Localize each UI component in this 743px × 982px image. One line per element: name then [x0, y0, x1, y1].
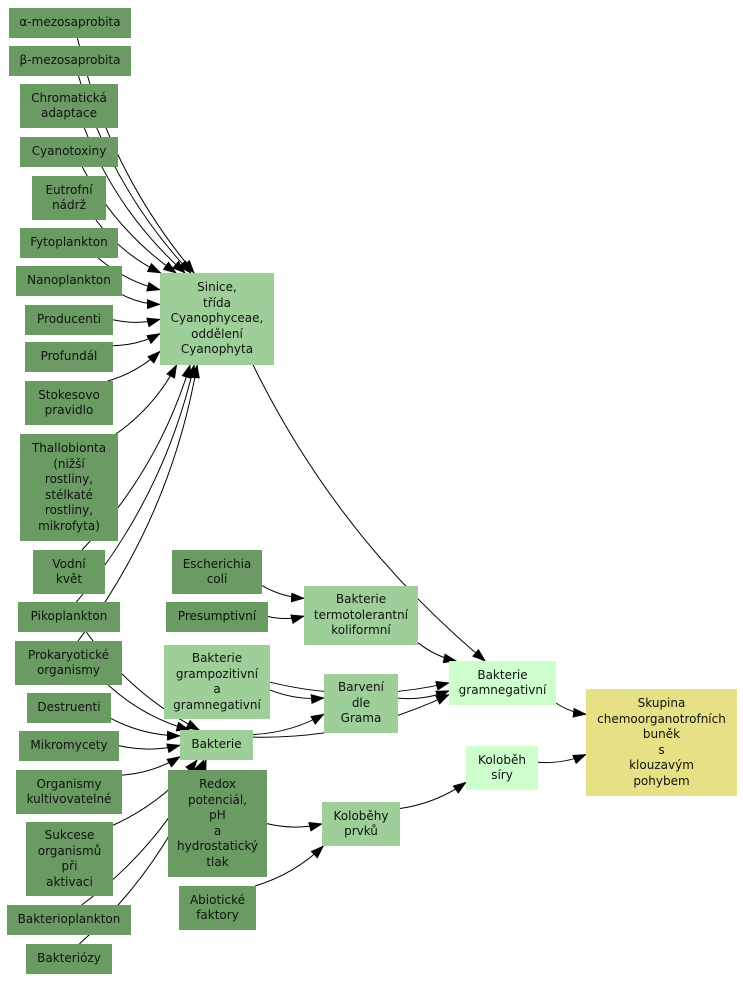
node-bakterie-termotolerantni-koliformni[interactable]: Bakterie termotolerantní koliformní — [304, 586, 418, 645]
node-kolobehy-prvku[interactable]: Koloběhy prvků — [322, 802, 400, 846]
edge-profundal-to-sinice — [112, 333, 161, 347]
node-kolobeh-siry[interactable]: Koloběh síry — [466, 746, 538, 790]
edge-eutrofni-to-sinice — [95, 219, 162, 274]
node-thallobionta[interactable]: Thallobionta (nižší rostliny, stélkaté r… — [20, 434, 118, 541]
node-mikromycety[interactable]: Mikromycety — [19, 731, 119, 761]
edge-grampozitivni-to-barveni — [269, 689, 325, 705]
edge-stokes-to-sinice — [107, 350, 161, 382]
node-eutrofni-nadrz[interactable]: Eutrofní nádrž — [32, 176, 106, 220]
node-fytoplankton[interactable]: Fytoplankton — [20, 228, 118, 258]
node-bakteriozy[interactable]: Bakteriózy — [26, 944, 112, 974]
node-skupina-chemoorganotrofnich-bunek[interactable]: Skupina chemoorganotrofních buněk s klou… — [586, 689, 737, 796]
edge-sukcese-to-bakterie — [112, 759, 198, 826]
node-cyanotoxiny[interactable]: Cyanotoxiny — [20, 137, 118, 167]
edge-kolobehy-to-kolobeh_siry — [399, 781, 467, 810]
edge-escherichia-to-termotolerantni — [261, 585, 305, 603]
node-beta-mezosaprobita[interactable]: β-mezosaprobita — [9, 46, 131, 76]
node-alfa-mezosaprobita[interactable]: α-mezosaprobita — [9, 8, 131, 38]
node-profundal[interactable]: Profundál — [25, 342, 113, 372]
edge-mikromycety-to-bakterie — [118, 743, 181, 754]
node-vodni-kvet[interactable]: Vodní květ — [33, 550, 105, 594]
node-bakterie-gramnegativni[interactable]: Bakterie gramnegativní — [449, 661, 556, 705]
edge-termotolerantni-to-gramnegativni — [417, 642, 458, 664]
node-bakterie-grampozitivni-a-gramnegativni[interactable]: Bakterie grampozitivní a gramnegativní — [164, 645, 270, 719]
node-prokaryoticke-organismy[interactable]: Prokaryotické organismy — [15, 641, 122, 685]
node-nanoplankton[interactable]: Nanoplankton — [16, 266, 122, 296]
node-sinice-cyanophyta[interactable]: Sinice, třída Cyanophyceae, oddělení Cya… — [160, 273, 274, 365]
edge-redox-to-kolobehy — [266, 821, 323, 832]
edge-kolobeh_siry-to-skupina — [537, 754, 587, 765]
node-bakterie[interactable]: Bakterie — [180, 730, 253, 760]
edge-fytoplankton-to-sinice — [97, 257, 161, 292]
node-chromaticka-adaptace[interactable]: Chromatická adaptace — [20, 84, 118, 128]
node-sukcese-organismu[interactable]: Sukcese organismů při aktivaci — [26, 822, 113, 896]
edge-prokaryoticke-to-bakterie — [107, 684, 191, 732]
node-stokesovo-pravidlo[interactable]: Stokesovo pravidlo — [25, 381, 113, 425]
edge-bakterie-to-barveni — [252, 713, 325, 736]
node-presumptivni[interactable]: Presumptivní — [166, 602, 268, 632]
node-pikoplankton[interactable]: Pikoplankton — [18, 602, 120, 632]
edge-producenti-to-sinice — [112, 317, 161, 328]
edge-kultivovatelne-to-bakterie — [121, 756, 181, 776]
edge-presumptivni-to-termotolerantni — [267, 614, 305, 625]
node-bakterioplankton[interactable]: Bakterioplankton — [7, 905, 131, 935]
node-organismy-kultivovatelne[interactable]: Organismy kultivovatelné — [16, 770, 122, 814]
edge-nanoplankton-to-sinice — [121, 294, 161, 310]
edge-thallobionta-to-sinice — [115, 364, 178, 435]
node-destruenti[interactable]: Destruenti — [27, 693, 111, 723]
edge-abioticke-to-kolobehy — [254, 845, 325, 887]
edge-sinice-to-gramnegativni — [252, 364, 487, 662]
edge-gramnegativni-to-skupina — [555, 702, 587, 718]
edge-barveni-to-gramnegativni — [397, 690, 450, 701]
node-abioticke-faktory[interactable]: Abiotické faktory — [179, 886, 256, 930]
edge-destruenti-to-bakterie — [110, 718, 181, 741]
node-redox-potencial[interactable]: Redox potenciál, pH a hydrostatický tlak — [168, 770, 267, 877]
node-producenti[interactable]: Producenti — [25, 305, 113, 335]
node-barveni-dle-grama[interactable]: Barvení dle Grama — [324, 674, 398, 733]
node-escherichia-coli[interactable]: Escherichia coli — [172, 550, 262, 594]
